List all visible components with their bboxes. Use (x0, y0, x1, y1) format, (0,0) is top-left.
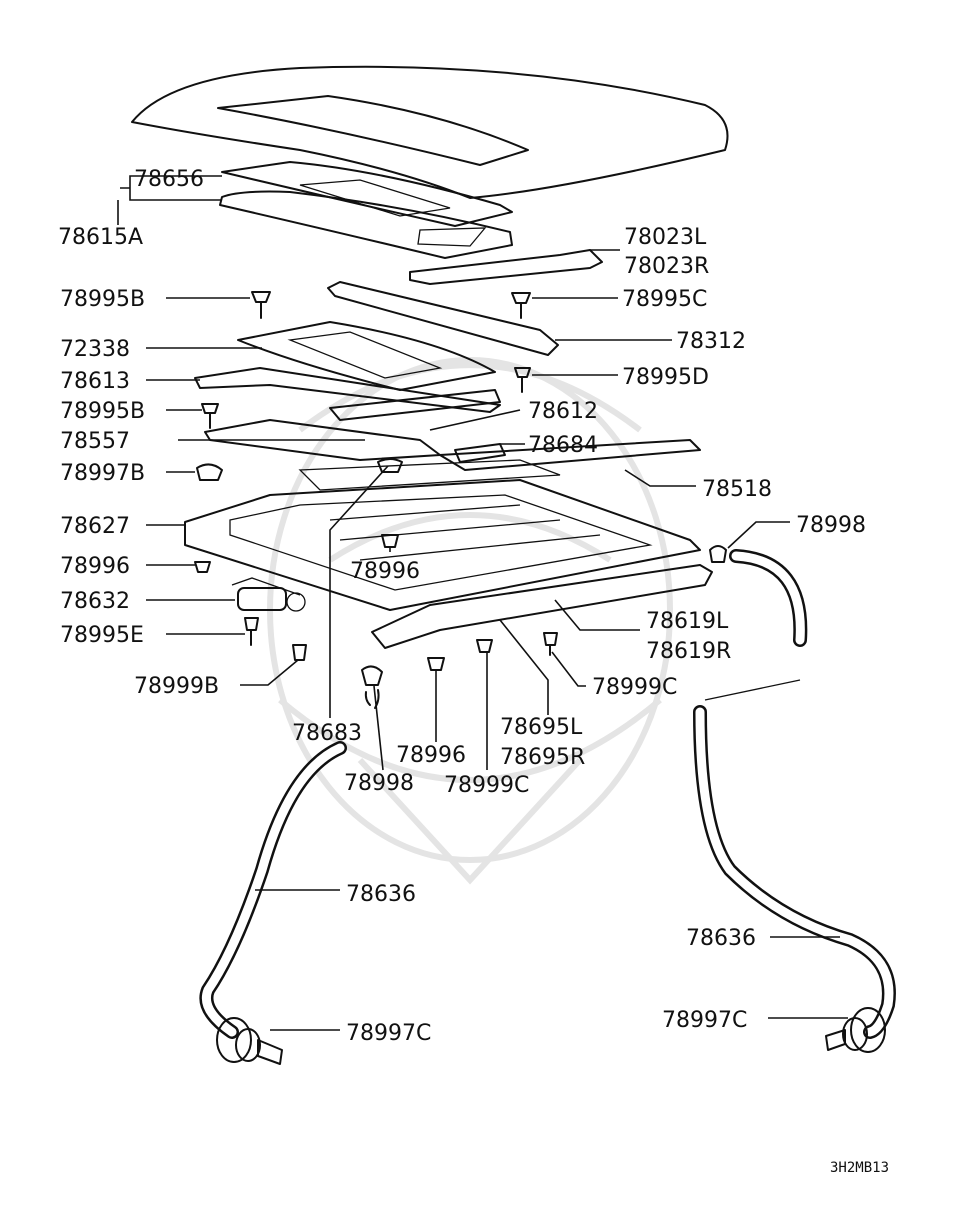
label-78619R: 78619R (646, 639, 731, 664)
label-78996-left: 78996 (60, 554, 130, 579)
label-78998-bottom: 78998 (344, 771, 414, 796)
label-78518: 78518 (702, 477, 772, 502)
label-78695L: 78695L (500, 715, 583, 740)
guide-rail-78023 (409, 249, 603, 285)
label-78996-bottom: 78996 (396, 743, 466, 768)
label-72338: 72338 (60, 337, 130, 362)
fasteners (194, 291, 727, 686)
label-78612: 78612 (528, 399, 598, 424)
label-78998-right: 78998 (796, 513, 866, 538)
label-78995D: 78995D (622, 365, 709, 390)
drain-grommet-left (216, 1017, 283, 1065)
label-78615A: 78615A (58, 225, 143, 250)
label-78557: 78557 (60, 429, 130, 454)
label-78627: 78627 (60, 514, 130, 539)
label-78613: 78613 (60, 369, 130, 394)
label-78656: 78656 (134, 167, 204, 192)
label-78999C-bottom: 78999C (444, 773, 529, 798)
label-78023L: 78023L (624, 225, 707, 250)
label-78997B: 78997B (60, 461, 145, 486)
sunshade-72338 (237, 321, 496, 391)
rail-78518 (439, 439, 701, 471)
label-78999B: 78999B (134, 674, 219, 699)
label-78995C: 78995C (622, 287, 707, 312)
drive-cable-78613 (194, 367, 501, 413)
label-78995E: 78995E (60, 623, 144, 648)
label-78997C-left: 78997C (346, 1021, 431, 1046)
guide-78612 (329, 389, 501, 421)
label-78997C-right: 78997C (662, 1008, 747, 1033)
label-78636-left: 78636 (346, 882, 416, 907)
label-78636-right: 78636 (686, 926, 756, 951)
label-78999C-right: 78999C (592, 675, 677, 700)
glass-panel-assembly (219, 161, 513, 259)
label-78619L: 78619L (646, 609, 729, 634)
sunroof-frame-78627 (184, 459, 701, 611)
drain-hose-right (693, 549, 896, 1039)
label-78684: 78684 (528, 433, 598, 458)
clip-78684 (454, 443, 506, 463)
label-78995B-top: 78995B (60, 287, 145, 312)
label-78996-center: 78996 (350, 559, 420, 584)
deflector-78312 (327, 281, 559, 356)
label-78995B-mid: 78995B (60, 399, 145, 424)
leader-lines (117, 175, 848, 1031)
roof-panel (131, 65, 729, 199)
label-78023R: 78023R (624, 254, 709, 279)
part-labels: 78656 78615A 78023L 78023R 78995B 78995C… (58, 167, 889, 1176)
label-78695R: 78695R (500, 745, 585, 770)
label-78312: 78312 (676, 329, 746, 354)
label-78632: 78632 (60, 589, 130, 614)
side-rail-78619 (371, 564, 713, 649)
diagram-code: 3H2MB13 (830, 1160, 889, 1176)
drain-grommet-right (825, 1007, 886, 1053)
motor-78632 (231, 577, 306, 612)
label-78683: 78683 (292, 721, 362, 746)
